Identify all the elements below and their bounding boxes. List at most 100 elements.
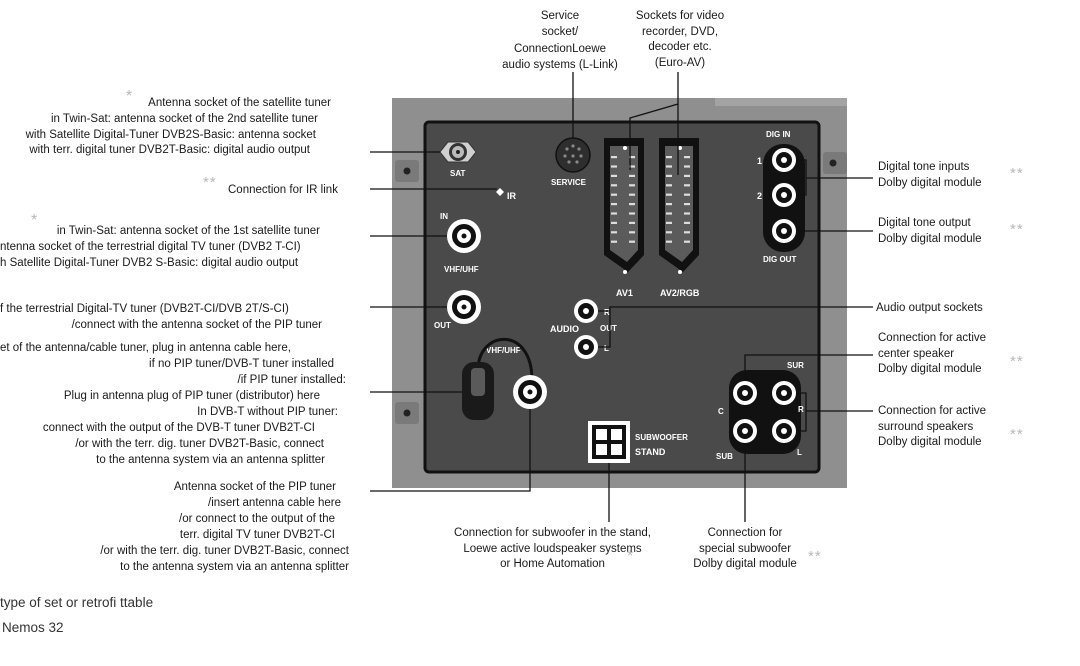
sat-line-2: in Twin-Sat: antenna socket of the 2nd s… — [50, 113, 318, 125]
in-antenna-socket — [447, 219, 481, 253]
out-line-1: f the terrestrial Digital-TV tuner (DVB2… — [0, 303, 289, 315]
scart-pin — [666, 221, 672, 224]
in-line-1: in Twin-Sat: antenna socket of the 1st s… — [56, 225, 320, 237]
vhf-uhf-plug-label-2: if no PIP tuner/DVB-T tuner installed /i… — [0, 357, 346, 388]
ir-link-label: Connection for IR link — [228, 184, 338, 196]
c-panel-label: C — [718, 407, 724, 416]
pip-line-1: Antenna socket of the PIP tuner — [173, 481, 336, 493]
dig-in-line-2: Dolby digital module — [878, 176, 982, 189]
center-stars: ** — [1010, 353, 1024, 370]
scart-pin — [611, 212, 617, 215]
leader-lines — [370, 72, 873, 522]
pip-antenna-label: Antenna socket of the PIP tuner — [0, 480, 336, 496]
digital-in-stars: ** — [1010, 165, 1024, 182]
scart-pin — [611, 156, 617, 159]
center-jack — [733, 381, 757, 405]
vhf-uhf-plug-label-3: Plug in antenna plug of PIP tuner (distr… — [0, 389, 320, 405]
service-connector — [555, 137, 591, 173]
av1-panel-label: AV1 — [616, 288, 633, 298]
vhf-uhf-2-panel-label: VHF/UHF — [486, 346, 521, 355]
scart-pin — [684, 231, 690, 234]
mounting-ear-left-bottom — [395, 402, 419, 424]
pip-line-2: /insert antenna cable here — [208, 497, 341, 509]
scart-pin — [611, 221, 617, 224]
video-line-4: (Euro-AV) — [654, 56, 706, 69]
dig-in-1-jack — [772, 148, 796, 172]
scart-pin — [611, 203, 617, 206]
subwoofer-stand-label: Connection for subwoofer in the stand, L… — [440, 526, 665, 573]
av1-scart — [604, 138, 644, 274]
scart-pin — [629, 212, 635, 215]
special-sub-line-1: Connection for — [707, 527, 783, 539]
service-line-1: Service — [540, 10, 580, 22]
l-panel-label: L — [797, 448, 802, 457]
audio-l-label: L — [604, 344, 609, 353]
audio-out-label: Audio output sockets — [876, 302, 983, 314]
scart-pin — [666, 184, 672, 187]
scart-pin — [666, 231, 672, 234]
sur-r-jack — [772, 381, 796, 405]
scart-pin — [666, 156, 672, 159]
digital-out-label: Digital tone output Dolby digital module — [878, 216, 982, 247]
video-line-1: Sockets for video — [635, 10, 725, 22]
video-line-2: recorder, DVD, — [641, 25, 719, 38]
sat-panel-label: SAT — [450, 169, 466, 178]
subwoofer-panel-label: SUBWOOFER — [635, 433, 688, 442]
scart-pin — [666, 165, 672, 168]
scart-pin — [666, 203, 672, 206]
service-line-4: audio systems (L-Link) — [502, 58, 618, 71]
pip-antenna-label-3: /or connect to the output of the terr. d… — [0, 512, 335, 543]
scart-pin — [629, 203, 635, 206]
in-panel-label: IN — [440, 212, 448, 221]
scart-pin — [629, 221, 635, 224]
dig-2-label: 2 — [757, 191, 762, 201]
special-sub-stars: ** — [808, 548, 822, 565]
service-line-3: ConnectionLoewe — [513, 43, 607, 55]
subwoofer-stand-connector — [588, 421, 630, 463]
plug-line-5: In DVB-T without PIP tuner: — [197, 406, 338, 418]
scart-pin — [684, 221, 690, 224]
surround-label: Connection for active surround speakers … — [878, 404, 986, 451]
scart-pin — [629, 156, 635, 159]
scart-pin — [684, 212, 690, 215]
in-line-2: ntenna socket of the terrestrial digital… — [0, 241, 301, 253]
scart-pin — [666, 174, 672, 177]
surround-stars: ** — [1010, 426, 1024, 443]
in-socket-label: in Twin-Sat: antenna socket of the 1st s… — [0, 224, 320, 240]
sub-panel-label: SUB — [716, 452, 733, 461]
scart-pin — [666, 193, 672, 196]
sat-connector — [439, 141, 477, 163]
surround-line-1: Connection for active — [878, 405, 987, 417]
sat-antenna-label: Antenna socket of the satellite tuner — [0, 96, 331, 112]
sub-jack — [733, 419, 757, 443]
dig-out-line-1: Digital tone output — [878, 217, 971, 229]
in-line-3: h Satellite Digital-Tuner DVB2 S-Basic: … — [0, 256, 299, 269]
scart-pin — [629, 193, 635, 196]
audio-r-label: R — [604, 308, 610, 317]
scart-pin — [684, 184, 690, 187]
pip-cable — [476, 337, 534, 381]
plug-line-7: /or with the terr. dig. tuner DVB2T-Basi… — [75, 438, 324, 450]
audio-l-jack — [574, 335, 598, 359]
plug-line-2: if no PIP tuner/DVB-T tuner installed — [149, 358, 334, 370]
pip-antenna-socket — [513, 375, 547, 409]
sat-antenna-label-2: in Twin-Sat: antenna socket of the 2nd s… — [0, 112, 318, 159]
scart-pin — [611, 165, 617, 168]
audio-out-panel-label: OUT — [600, 324, 617, 333]
vhf-uhf-plug-label-7: to the antenna system via an antenna spl… — [0, 453, 325, 469]
pip-line-6: to the antenna system via an antenna spl… — [120, 560, 349, 573]
pip-plug — [462, 362, 494, 420]
sub-stand-line-2: Loewe active loudspeaker systems — [463, 542, 642, 555]
pip-line-4: terr. digital TV tuner DVB2T-CI — [179, 528, 335, 541]
out-panel-label: OUT — [434, 321, 451, 330]
plug-line-8: to the antenna system via an antenna spl… — [96, 454, 325, 466]
out-socket-label-2: /connect with the antenna socket of the … — [0, 318, 322, 334]
pip-antenna-label-2: /insert antenna cable here — [0, 496, 341, 512]
in-star: * — [31, 212, 38, 229]
plug-line-6: connect with the output of the DVB-T tun… — [42, 422, 315, 434]
scart-pin — [629, 174, 635, 177]
vhf-uhf-plug-label-5: connect with the output of the DVB-T tun… — [0, 421, 315, 437]
plug-line-4: Plug in antenna plug of PIP tuner (distr… — [63, 390, 320, 402]
out-antenna-socket — [447, 290, 481, 324]
footer-line-1: type of set or retrofi ttable — [0, 595, 154, 610]
